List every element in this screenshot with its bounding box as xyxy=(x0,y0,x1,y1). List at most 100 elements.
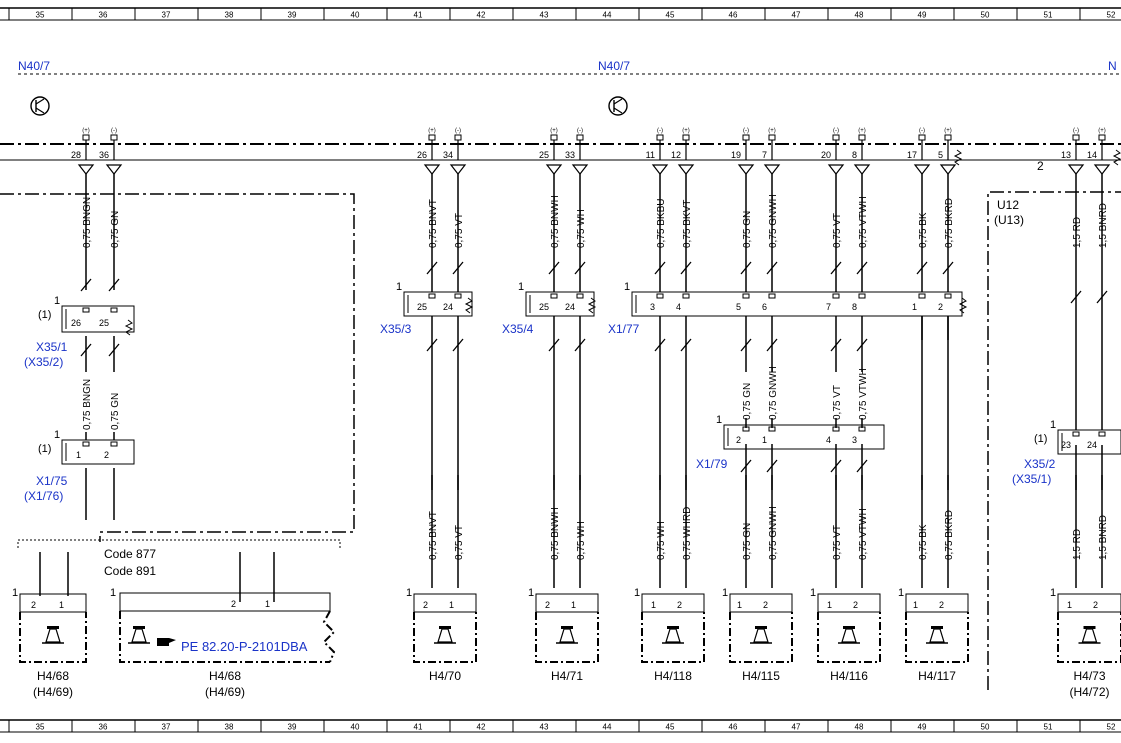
module-pin[interactable]: (+)14 xyxy=(1087,128,1111,175)
module-pin[interactable]: (+)26 xyxy=(417,128,441,175)
pin-polarity: (+) xyxy=(82,128,90,134)
speaker-pin-number: 1 xyxy=(571,600,576,610)
speaker-pin-one: 1 xyxy=(12,587,18,599)
wire-label: 1,5 BNRD xyxy=(1098,515,1109,560)
wire-break xyxy=(80,343,92,357)
wire-label: 0,75 VTWH xyxy=(858,196,869,248)
ruler-number: 48 xyxy=(855,723,864,732)
module-pin[interactable]: (+)8 xyxy=(852,128,871,175)
speaker-pin-number: 2 xyxy=(763,600,768,610)
wire-label: 0,75 BNVT xyxy=(428,199,439,248)
speaker-icon xyxy=(750,626,772,644)
wire-break xyxy=(654,338,666,352)
connector-name[interactable]: X35/4 xyxy=(502,322,534,336)
pin-number: 36 xyxy=(99,150,109,160)
pin-number: 13 xyxy=(1061,150,1071,160)
connector-pin-number: 8 xyxy=(852,302,857,312)
speaker-label: H4/70 xyxy=(429,669,461,683)
pin-polarity: (-) xyxy=(577,128,583,134)
pin-number: 5 xyxy=(938,150,943,160)
connector-pin-one: 1 xyxy=(624,281,630,293)
module-pin[interactable]: (+)5 xyxy=(938,128,957,175)
module-pin[interactable]: (+)28 xyxy=(71,128,95,175)
module-pin[interactable]: (-)11 xyxy=(646,128,669,175)
connector-name[interactable]: X35/3 xyxy=(380,322,412,336)
u12-name[interactable]: U12 xyxy=(997,198,1019,212)
module-header: N40/7 N40/7 N xyxy=(0,59,1121,161)
module-label-2[interactable]: N40/7 xyxy=(598,59,630,73)
connector-name[interactable]: X35/1 xyxy=(36,340,68,354)
module-pin[interactable]: (-)34 xyxy=(443,128,467,175)
ruler-number: 43 xyxy=(540,723,549,732)
module-pin[interactable]: (-)13 xyxy=(1061,128,1085,175)
wire-label: 0,75 WH xyxy=(576,521,587,560)
wire-break xyxy=(740,261,752,275)
wire-break xyxy=(830,459,842,473)
ground-arrow-icon xyxy=(763,164,781,175)
connector-alt-name: (X1/76) xyxy=(24,489,63,503)
wire-break xyxy=(680,338,692,352)
module-pin[interactable]: (-) 36 xyxy=(99,128,123,175)
module-label-3[interactable]: N xyxy=(1108,59,1117,73)
module-pin[interactable]: (+)7 xyxy=(762,128,781,175)
speaker-label: H4/116 xyxy=(830,669,868,683)
module-pin[interactable]: (-)20 xyxy=(821,128,845,175)
connector-name[interactable]: X1/77 xyxy=(608,322,640,336)
wire-label: 0,75 VT xyxy=(832,525,843,560)
pin-number: 25 xyxy=(539,150,549,160)
speaker-pin-number: 2 xyxy=(939,600,944,610)
ruler-number: 51 xyxy=(1044,11,1053,20)
module-pin[interactable]: (-)33 xyxy=(565,128,589,175)
ground-arrow-icon xyxy=(913,164,931,175)
connector-pin-one: 1 xyxy=(54,295,60,307)
module-pin[interactable]: (-)17 xyxy=(907,128,931,175)
ruler-number: 48 xyxy=(855,11,864,20)
reference-hand-icon[interactable] xyxy=(157,638,176,646)
ruler-number: 50 xyxy=(981,723,990,732)
pin-polarity: (-) xyxy=(111,128,117,134)
pin-polarity: (+) xyxy=(550,128,558,134)
ground-arrow-icon xyxy=(651,164,669,175)
ground-arrow-icon xyxy=(1093,164,1111,175)
wire-break xyxy=(856,459,868,473)
connector-name[interactable]: X1/79 xyxy=(696,457,728,471)
wire-label: 0,75 BNVT xyxy=(428,511,439,560)
connector-name[interactable]: X35/2 xyxy=(1024,457,1056,471)
module-pin[interactable]: (+) 25 xyxy=(539,128,563,175)
speaker-icon xyxy=(128,626,150,644)
module-pin[interactable]: (-)19 xyxy=(731,128,755,175)
module-pin[interactable]: (+)12 xyxy=(671,128,695,175)
ruler-number: 40 xyxy=(351,723,360,732)
pin-polarity: (-) xyxy=(833,128,839,134)
speaker-label: H4/117 xyxy=(918,669,956,683)
connector-pin-number: 24 xyxy=(1087,440,1097,450)
wire-label: 0,75 GN xyxy=(742,523,753,560)
connector-name[interactable]: X1/75 xyxy=(36,474,68,488)
reference-link[interactable]: PE 82.20-P-2101DBA xyxy=(181,639,308,654)
connector-pin-one: 1 xyxy=(518,281,524,293)
speaker-pin-number: 1 xyxy=(651,600,656,610)
connector-pin-number: 25 xyxy=(539,302,549,312)
speaker-icon xyxy=(556,626,578,644)
shield-resistor-icon xyxy=(958,297,968,314)
speaker-pin-one: 1 xyxy=(722,587,728,599)
module-label-1[interactable]: N40/7 xyxy=(18,59,50,73)
